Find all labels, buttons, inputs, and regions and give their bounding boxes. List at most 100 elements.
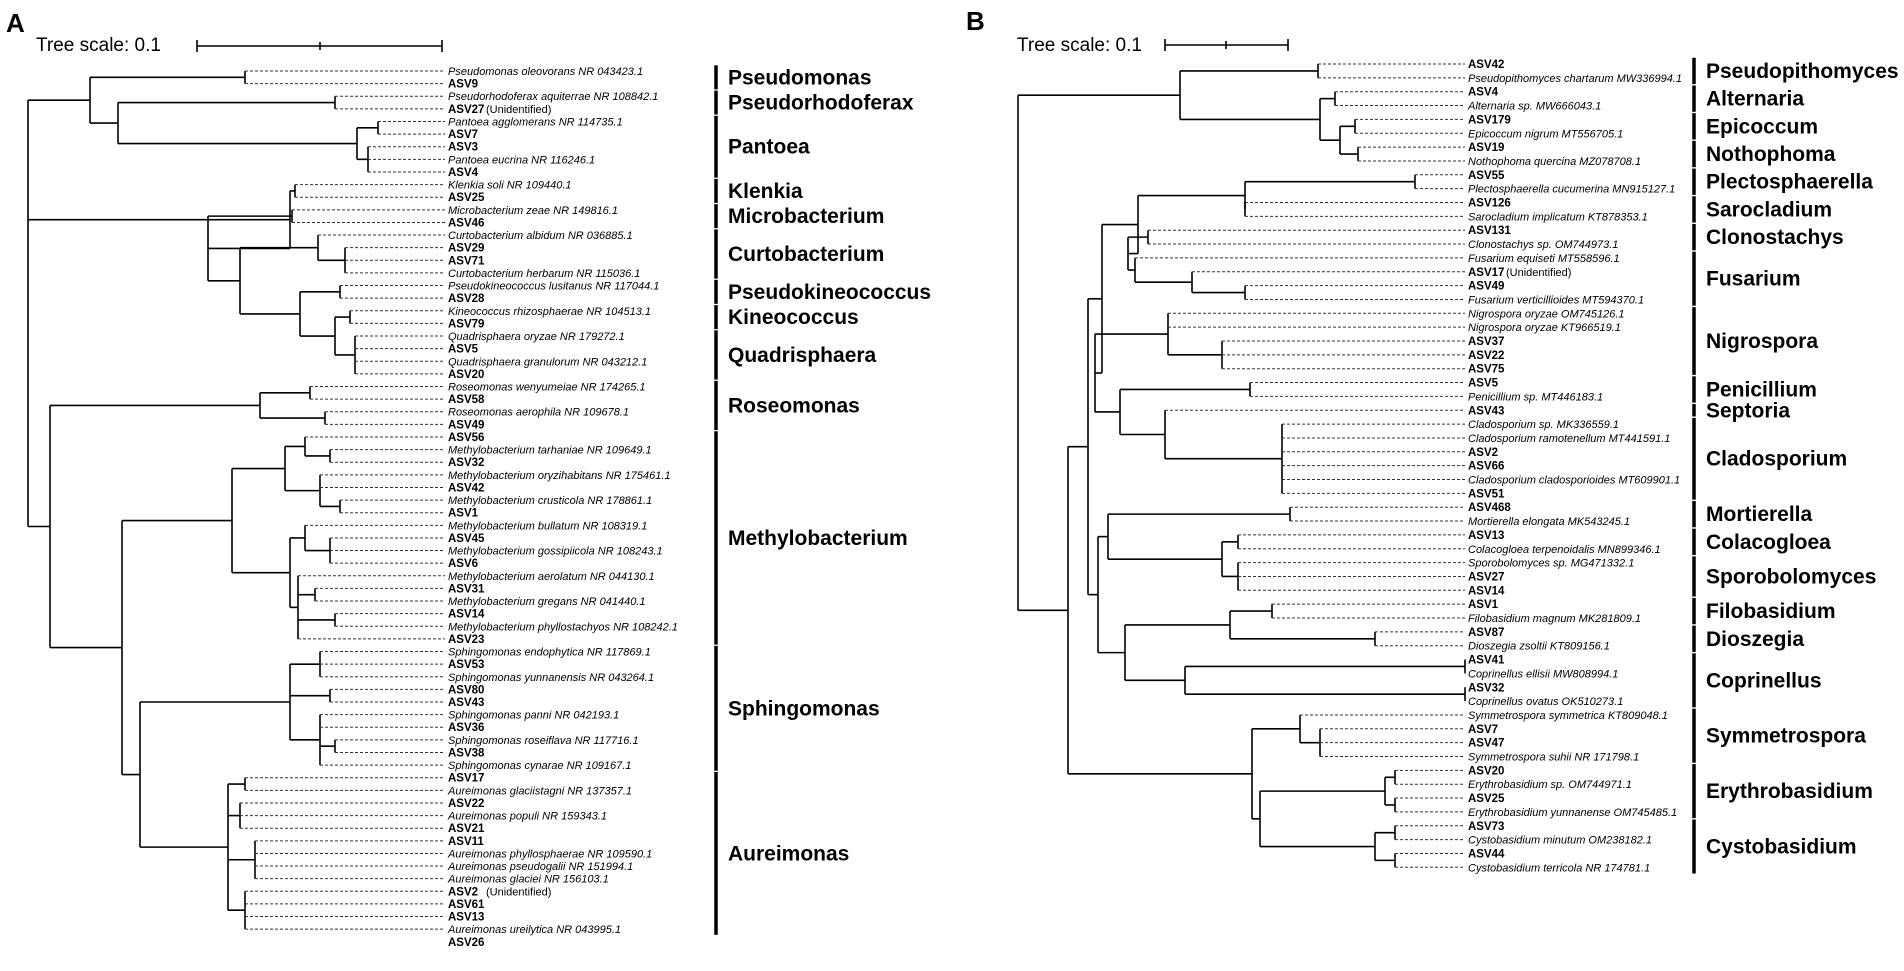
leaf-label-coprinellus-ovatus-ok510273-1: Coprinellus ovatus OK510273.1 <box>1468 696 1623 708</box>
leaf-label-curtobacterium-herbarum-nr-115036-1: Curtobacterium herbarum NR 115036.1 <box>448 268 640 280</box>
panel-b-scale-bar <box>1164 39 1289 51</box>
group-label-symmetrospora: Symmetrospora <box>1706 725 1866 748</box>
leaf-label-roseomonas-wenyumeiae-nr-174265-1: Roseomonas wenyumeiae NR 174265.1 <box>448 382 646 394</box>
group-label-mortierella: Mortierella <box>1706 503 1813 526</box>
group-label-septoria: Septoria <box>1706 399 1790 422</box>
leaf-label-asv6: ASV6 <box>448 558 478 570</box>
group-label-cystobasidium: Cystobasidium <box>1706 836 1857 859</box>
leaf-label-nigrospora-oryzae-om745126-1: Nigrospora oryzae OM745126.1 <box>1468 308 1625 320</box>
leaf-label-cystobasidium-minutum-om238182-1: Cystobasidium minutum OM238182.1 <box>1468 835 1652 847</box>
leaf-label-kineococcus-rhizosphaerae-nr-104513-1: Kineococcus rhizosphaerae NR 104513.1 <box>448 306 651 318</box>
leaf-label-sphingomonas-panni-nr-042193-1: Sphingomonas panni NR 042193.1 <box>448 710 619 722</box>
group-label-pseudokineococcus: Pseudokineococcus <box>728 281 931 304</box>
leaf-label-microbacterium-zeae-nr-149816-1: Microbacterium zeae NR 149816.1 <box>448 205 618 217</box>
leaf-label-plectosphaerella-cucumerina-mn915127-1: Plectosphaerella cucumerina MN915127.1 <box>1468 184 1675 196</box>
leaf-note-asv17: (Unidentified) <box>1506 267 1571 279</box>
leaf-label-asv53: ASV53 <box>448 659 484 671</box>
leaf-label-asv46: ASV46 <box>448 217 484 229</box>
leaf-label-asv73: ASV73 <box>1468 821 1504 833</box>
leaf-label-methylobacterium-tarhaniae-nr-109649-1: Methylobacterium tarhaniae NR 109649.1 <box>448 445 652 457</box>
leaf-label-sphingomonas-roseiflava-nr-117716-1: Sphingomonas roseiflava NR 117716.1 <box>448 735 639 747</box>
leaf-label-coprinellus-ellisii-mw808994-1: Coprinellus ellisii MW808994.1 <box>1468 668 1618 680</box>
leaf-label-asv51: ASV51 <box>1468 488 1505 500</box>
leaf-label-asv31: ASV31 <box>448 583 485 595</box>
leaf-label-methylobacterium-bullatum-nr-108319-1: Methylobacterium bullatum NR 108319.1 <box>448 520 647 532</box>
group-label-epicoccum: Epicoccum <box>1706 115 1818 138</box>
leaf-label-penicillium-sp-mt446183-1: Penicillium sp. MT446183.1 <box>1468 391 1603 403</box>
panel-a-leaf-labels: Pseudomonas oleovorans NR 043423.1ASV9Ps… <box>447 66 678 949</box>
leaf-label-erythrobasidium-yunnanense-om745485-1: Erythrobasidium yunnanense OM745485.1 <box>1468 807 1677 819</box>
leaf-label-asv20: ASV20 <box>1468 765 1504 777</box>
leaf-label-methylobacterium-oryzihabitans-nr-175461-1: Methylobacterium oryzihabitans NR 175461… <box>448 470 671 482</box>
leaf-label-asv43: ASV43 <box>1468 405 1504 417</box>
leaf-label-mortierella-elongata-mk543245-1: Mortierella elongata MK543245.1 <box>1468 516 1630 528</box>
leaf-label-sarocladium-implicatum-kt878353-1: Sarocladium implicatum KT878353.1 <box>1468 211 1648 223</box>
group-label-coprinellus: Coprinellus <box>1706 669 1822 692</box>
leaf-label-asv45: ASV45 <box>448 533 485 545</box>
leaf-label-methylobacterium-gregans-nr-041440-1: Methylobacterium gregans NR 041440.1 <box>448 596 646 608</box>
leaf-label-methylobacterium-gossipiicola-nr-108243-1: Methylobacterium gossipiicola NR 108243.… <box>448 546 663 558</box>
group-label-erythrobasidium: Erythrobasidium <box>1706 780 1873 803</box>
leaf-label-asv11: ASV11 <box>448 836 484 848</box>
leaf-label-asv4: ASV4 <box>448 167 479 179</box>
leaf-label-sphingomonas-yunnanensis-nr-043264-1: Sphingomonas yunnanensis NR 043264.1 <box>448 672 654 684</box>
group-label-quadrisphaera: Quadrisphaera <box>728 344 877 367</box>
panel-a-genus-groups: PseudomonasPseudorhodoferaxPantoeaKlenki… <box>714 65 931 935</box>
group-label-aureimonas: Aureimonas <box>728 842 849 865</box>
group-label-kineococcus: Kineococcus <box>728 306 859 329</box>
leaf-label-asv56: ASV56 <box>448 432 484 444</box>
leaf-label-asv1: ASV1 <box>448 508 479 520</box>
leaf-label-asv32: ASV32 <box>448 457 484 469</box>
leaf-note-asv27: (Unidentified) <box>486 104 551 116</box>
panel-a-label: A <box>6 8 25 38</box>
leaf-label-asv71: ASV71 <box>448 255 485 267</box>
leaf-label-sphingomonas-endophytica-nr-117869-1: Sphingomonas endophytica NR 117869.1 <box>448 647 651 659</box>
leaf-note-asv2: (Unidentified) <box>486 886 551 898</box>
leaf-label-aureimonas-glaciei-nr-156103-1: Aureimonas glaciei NR 156103.1 <box>447 874 609 886</box>
leaf-label-asv17: ASV17 <box>448 773 484 785</box>
panel-b-genus-groups: PseudopithomycesAlternariaEpicoccumNotho… <box>1692 57 1899 874</box>
leaf-label-asv4: ASV4 <box>1468 87 1499 99</box>
leaf-label-asv9: ASV9 <box>448 79 478 91</box>
leaf-label-nothophoma-quercina-mz078708-1: Nothophoma quercina MZ078708.1 <box>1468 156 1641 168</box>
leaf-label-asv22: ASV22 <box>1468 350 1504 362</box>
group-label-methylobacterium: Methylobacterium <box>728 527 908 550</box>
group-label-nothophoma: Nothophoma <box>1706 143 1836 166</box>
leaf-label-asv7: ASV7 <box>448 129 478 141</box>
leaf-label-asv21: ASV21 <box>448 823 485 835</box>
leaf-label-aureimonas-pseudogalii-nr-151994-1: Aureimonas pseudogalii NR 151994.1 <box>447 861 633 873</box>
leaf-label-aureimonas-ureilytica-nr-043995-1: Aureimonas ureilytica NR 043995.1 <box>447 924 621 936</box>
leaf-label-asv42: ASV42 <box>448 482 484 494</box>
leaf-label-asv2: ASV2 <box>448 886 478 898</box>
group-label-sporobolomyces: Sporobolomyces <box>1706 565 1876 588</box>
leaf-label-asv80: ASV80 <box>448 684 484 696</box>
leaf-label-asv32: ASV32 <box>1468 682 1504 694</box>
leaf-label-methylobacterium-crusticola-nr-178861-1: Methylobacterium crusticola NR 178861.1 <box>448 495 652 507</box>
group-label-colacogloea: Colacogloea <box>1706 531 1831 554</box>
leaf-label-pseudorhodoferax-aquiterrae-nr-108842-1: Pseudorhodoferax aquiterrae NR 108842.1 <box>448 91 658 103</box>
leaf-label-asv131: ASV131 <box>1468 225 1511 237</box>
leaf-label-asv126: ASV126 <box>1468 198 1511 210</box>
group-label-alternaria: Alternaria <box>1706 88 1804 111</box>
leaf-label-methylobacterium-aerolatum-nr-044130-1: Methylobacterium aerolatum NR 044130.1 <box>448 571 655 583</box>
leaf-label-asv14: ASV14 <box>1468 585 1505 597</box>
leaf-label-symmetrospora-suhii-nr-171798-1: Symmetrospora suhii NR 171798.1 <box>1468 752 1639 764</box>
panel-b-label: B <box>966 6 985 36</box>
leaf-label-asv36: ASV36 <box>448 722 484 734</box>
group-label-roseomonas: Roseomonas <box>728 394 860 417</box>
leaf-label-asv20: ASV20 <box>448 369 484 381</box>
leaf-label-asv2: ASV2 <box>1468 447 1498 459</box>
group-label-nigrospora: Nigrospora <box>1706 330 1818 353</box>
panel-b-tree-scale-label: Tree scale: 0.1 <box>1017 35 1142 56</box>
leaf-label-asv49: ASV49 <box>1468 281 1504 293</box>
group-label-pseudomonas: Pseudomonas <box>728 66 872 89</box>
leaf-label-asv79: ASV79 <box>448 318 484 330</box>
panel-a-tree-scale-label: Tree scale: 0.1 <box>36 35 161 56</box>
leaf-label-epicoccum-nigrum-mt556705-1: Epicoccum nigrum MT556705.1 <box>1468 128 1623 140</box>
group-label-pseudorhodoferax: Pseudorhodoferax <box>728 92 914 115</box>
group-label-plectosphaerella: Plectosphaerella <box>1706 171 1873 194</box>
group-label-penicillium: Penicillium <box>1706 378 1817 401</box>
leaf-label-asv25: ASV25 <box>448 192 485 204</box>
leaf-label-cladosporium-cladosporioides-mt609901-1: Cladosporium cladosporioides MT609901.1 <box>1468 475 1680 487</box>
leaf-label-symmetrospora-symmetrica-kt809048-1: Symmetrospora symmetrica KT809048.1 <box>1468 710 1668 722</box>
